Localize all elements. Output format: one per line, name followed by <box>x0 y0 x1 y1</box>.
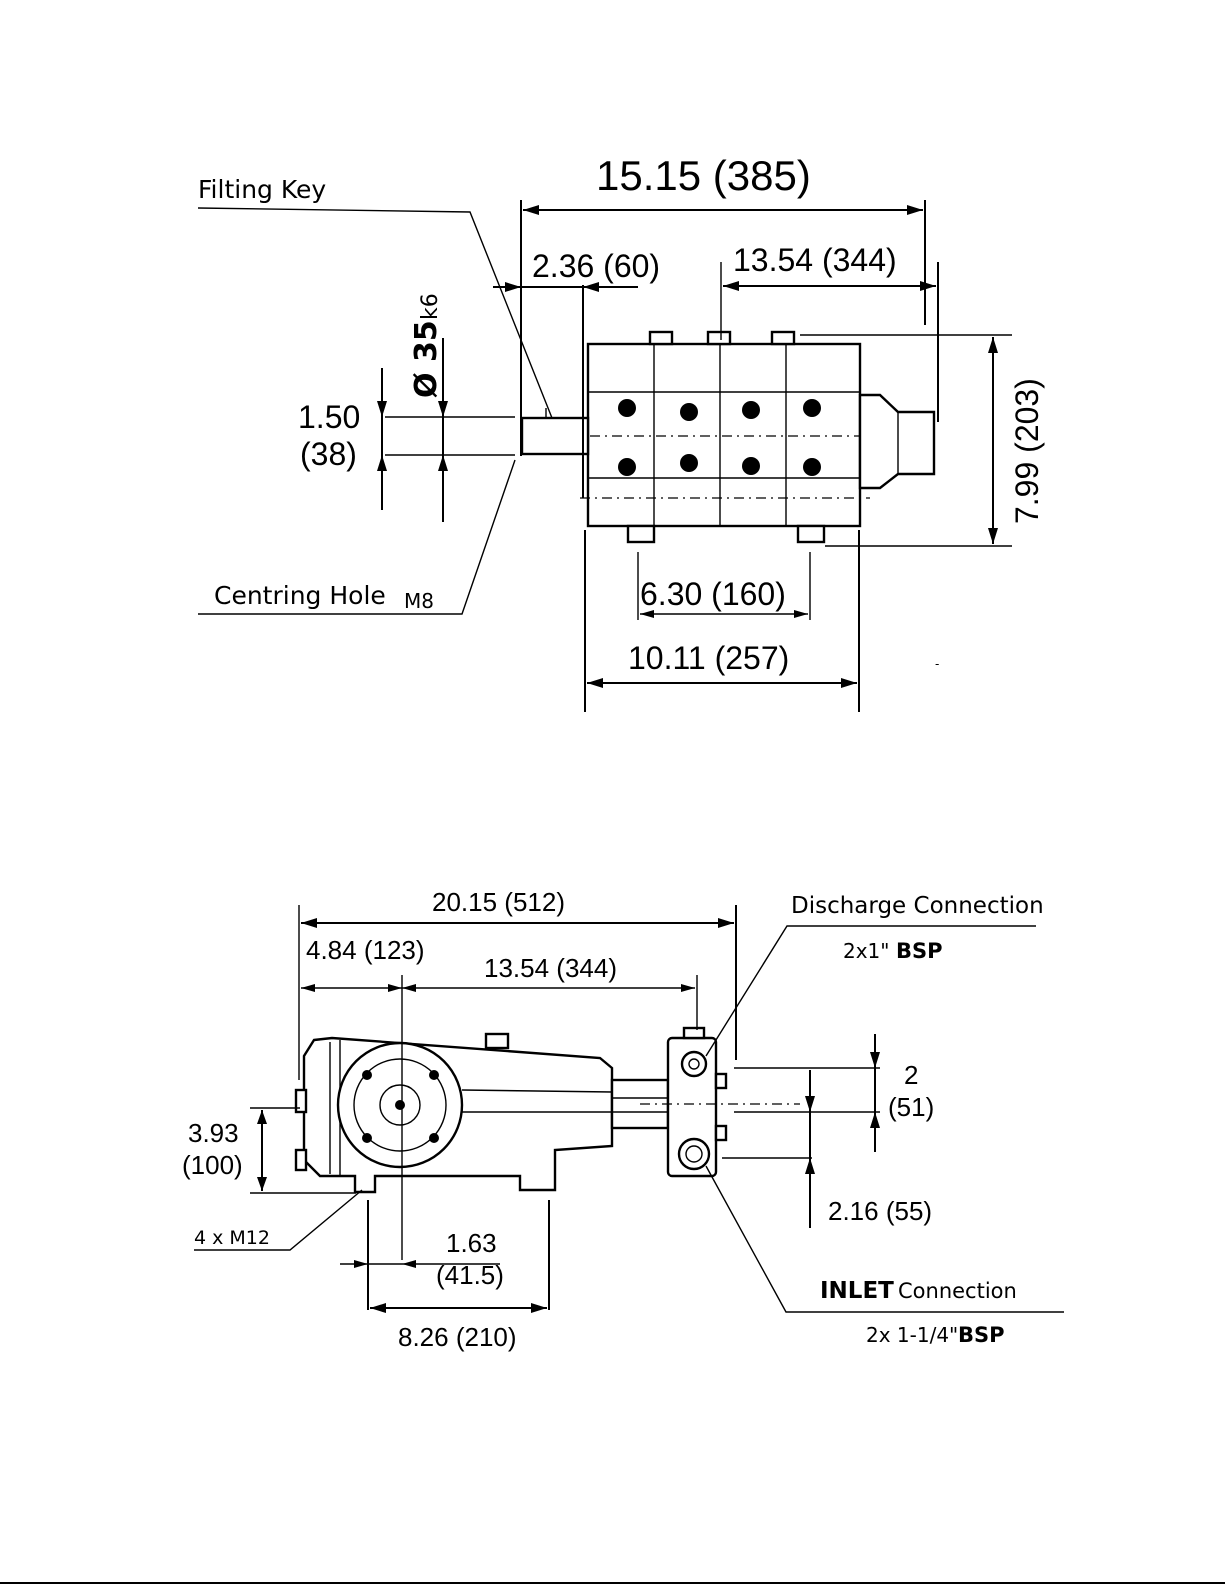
shaft-height-value: 1.50 <box>298 399 360 435</box>
bolt-icon <box>803 458 821 476</box>
bolt-icon <box>803 399 821 417</box>
svg-text:-: - <box>935 657 939 671</box>
head-span-label: 13.54 (344) <box>733 242 897 278</box>
top-bolt <box>650 332 672 344</box>
inlet-label-bold: INLET <box>820 1278 894 1304</box>
bolt-spacing-label: 6.30 (160) <box>640 576 786 612</box>
port-spacing-mm: (51) <box>888 1092 934 1122</box>
fitting-key-label: Filting Key <box>198 175 326 204</box>
discharge-port <box>682 1052 706 1076</box>
shaft-diameter-label: Ø 35 <box>409 320 444 398</box>
centring-hole-label: Centring Hole <box>214 581 386 610</box>
shaft <box>522 418 588 454</box>
bolt-icon <box>618 399 636 417</box>
body-length-label: 10.11 (257) <box>628 640 789 676</box>
head-span-label: 13.54 (344) <box>484 953 617 983</box>
side-view: 20.15 (512) 4.84 (123) 13.54 (344) 3.93 … <box>182 887 1064 1352</box>
foot-offset-mm: (41.5) <box>436 1260 504 1290</box>
shaft-height-mm: (38) <box>300 436 357 472</box>
bolt-icon <box>618 458 636 476</box>
bolt-icon <box>742 401 760 419</box>
centring-hole-size: M8 <box>404 589 434 613</box>
mount-bolts-label: 4 x M12 <box>194 1227 270 1249</box>
manifold-head <box>860 395 934 488</box>
shaft-offset-label: 4.84 (123) <box>306 935 425 965</box>
pump-body-top <box>588 344 860 526</box>
top-bolt <box>708 332 730 344</box>
discharge-size: 2x1" <box>843 939 889 963</box>
bolt-icon <box>742 457 760 475</box>
inlet-height-label: 2.16 (55) <box>828 1196 932 1226</box>
shaft-length-label: 2.36 (60) <box>532 248 660 284</box>
port-spacing-value: 2 <box>904 1060 918 1090</box>
foot-span-label: 8.26 (210) <box>398 1322 517 1352</box>
overall-length-label: 15.15 (385) <box>596 152 811 199</box>
inlet-size: 2x 1-1/4" <box>866 1323 958 1347</box>
foot-offset-value: 1.63 <box>446 1228 497 1258</box>
bolt-icon <box>680 403 698 421</box>
discharge-thread: BSP <box>896 939 943 963</box>
overall-length-label: 20.15 (512) <box>432 887 565 917</box>
bolt-icon <box>429 1133 439 1143</box>
discharge-label: Discharge Connection <box>791 893 1044 919</box>
shaft-height-mm: (100) <box>182 1150 243 1180</box>
inlet-label: Connection <box>898 1279 1017 1303</box>
shaft-height-value: 3.93 <box>188 1118 239 1148</box>
foot <box>798 526 824 542</box>
top-bolt <box>772 332 794 344</box>
shaft-tolerance-label: k6 <box>418 293 443 320</box>
height-label: 7.99 (203) <box>1009 378 1045 524</box>
inlet-thread: BSP <box>958 1323 1005 1347</box>
foot <box>628 526 654 542</box>
top-view: 15.15 (385) 2.36 (60) 13.54 (344) 7.99 (… <box>198 152 1045 712</box>
bolt-icon <box>680 454 698 472</box>
bolt-icon <box>362 1070 372 1080</box>
bolt-icon <box>429 1070 439 1080</box>
inlet-port <box>679 1139 709 1169</box>
bolt-icon <box>362 1133 372 1143</box>
